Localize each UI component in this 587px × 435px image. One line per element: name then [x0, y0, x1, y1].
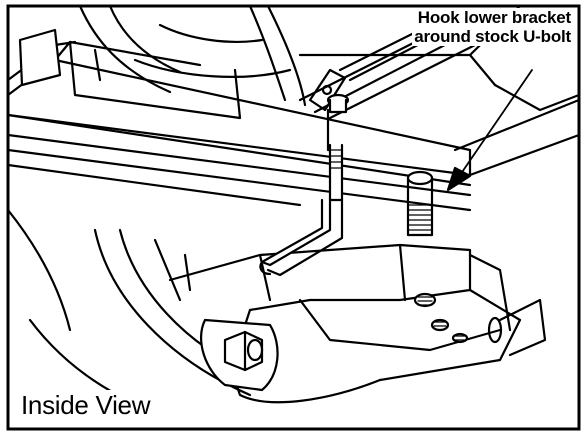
callout-line-1: Hook lower bracket: [415, 8, 573, 27]
callout-label: Hook lower bracket around stock U-bolt: [353, 8, 573, 46]
frame-border: [6, 4, 581, 431]
leaf-spring: [8, 28, 472, 212]
callout-arrow: [446, 69, 533, 192]
stock-u-bolt: [406, 170, 434, 237]
hex-nut: [223, 330, 264, 372]
view-label: Inside View: [18, 390, 154, 421]
perch-bolts: [413, 292, 469, 344]
callout-line-2: around stock U-bolt: [412, 27, 573, 46]
tire-outline: [78, 6, 307, 107]
j-hook-bolt: [259, 93, 350, 277]
spring-perch: [168, 243, 547, 404]
